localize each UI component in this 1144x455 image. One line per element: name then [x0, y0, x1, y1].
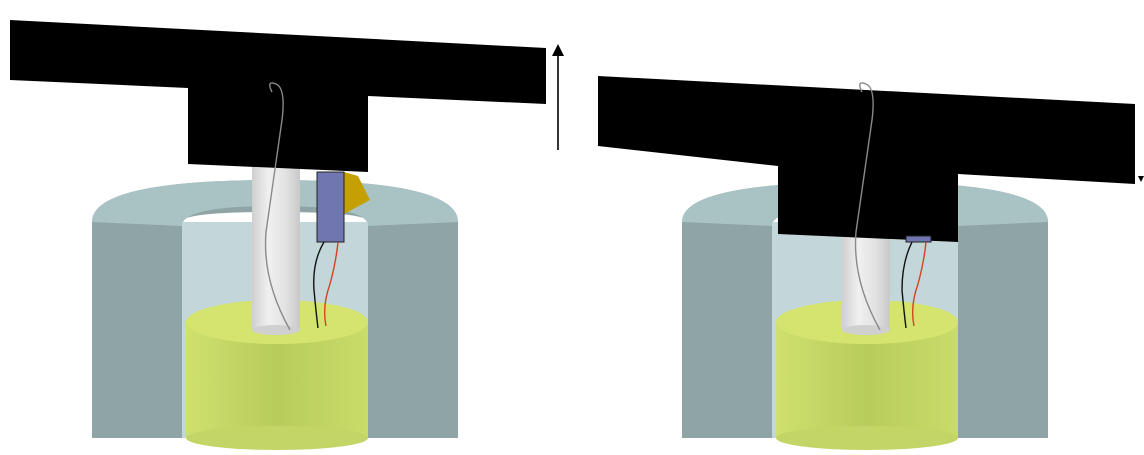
left-panel [10, 20, 564, 450]
left-wires [264, 82, 339, 331]
left-sensor-block [316, 171, 345, 243]
right-sensor-block [905, 235, 932, 243]
arrow-down-icon [1138, 176, 1144, 182]
arrow-up-icon [552, 44, 564, 150]
left-base-cylinder [186, 300, 368, 450]
left-t-bar [10, 20, 546, 172]
left-wedge [344, 172, 370, 214]
right-panel [598, 76, 1144, 450]
right-wires [854, 82, 927, 331]
